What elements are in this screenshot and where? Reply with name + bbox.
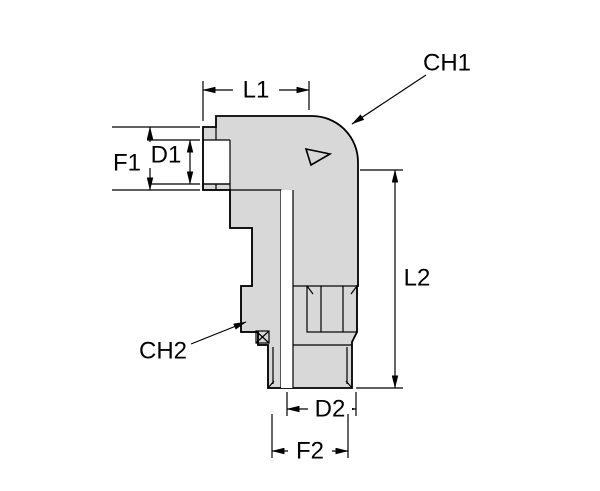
label-d2: D2: [315, 396, 346, 423]
port-lip-section: [202, 183, 231, 191]
hex-chamfer-left: [306, 285, 314, 295]
label-d1: D1: [151, 142, 182, 169]
oring-cross-section: [255, 330, 270, 344]
hex-chamfer-right: [350, 285, 358, 295]
ch2-leader-line: [190, 321, 247, 345]
hex-nut-face: [306, 285, 358, 333]
thread-chamfer-left: [267, 380, 275, 389]
elbow-fitting-body: [202, 115, 359, 389]
dimension-d2: D2: [286, 392, 357, 423]
side-port-bore: [204, 140, 230, 184]
vertical-bore: [281, 190, 293, 388]
callout-ch2: CH2: [139, 321, 247, 365]
label-l1: L1: [243, 77, 270, 104]
ch1-leader-line: [351, 74, 427, 125]
label-ch2: CH2: [139, 338, 187, 365]
label-f1: F1: [113, 150, 141, 177]
dimension-f2: F2: [271, 414, 349, 465]
thread-chamfer-right: [345, 380, 353, 389]
dimension-l2: L2: [356, 169, 438, 389]
label-l2: L2: [404, 265, 431, 292]
label-f2: F2: [296, 438, 324, 465]
label-ch1: CH1: [423, 50, 471, 77]
dimension-d1: D1: [145, 139, 200, 185]
triangle-mark-icon: [304, 147, 333, 167]
dimension-f1: F1: [106, 126, 200, 191]
callout-ch1: CH1: [351, 50, 471, 125]
dimension-l1: L1: [202, 77, 310, 121]
